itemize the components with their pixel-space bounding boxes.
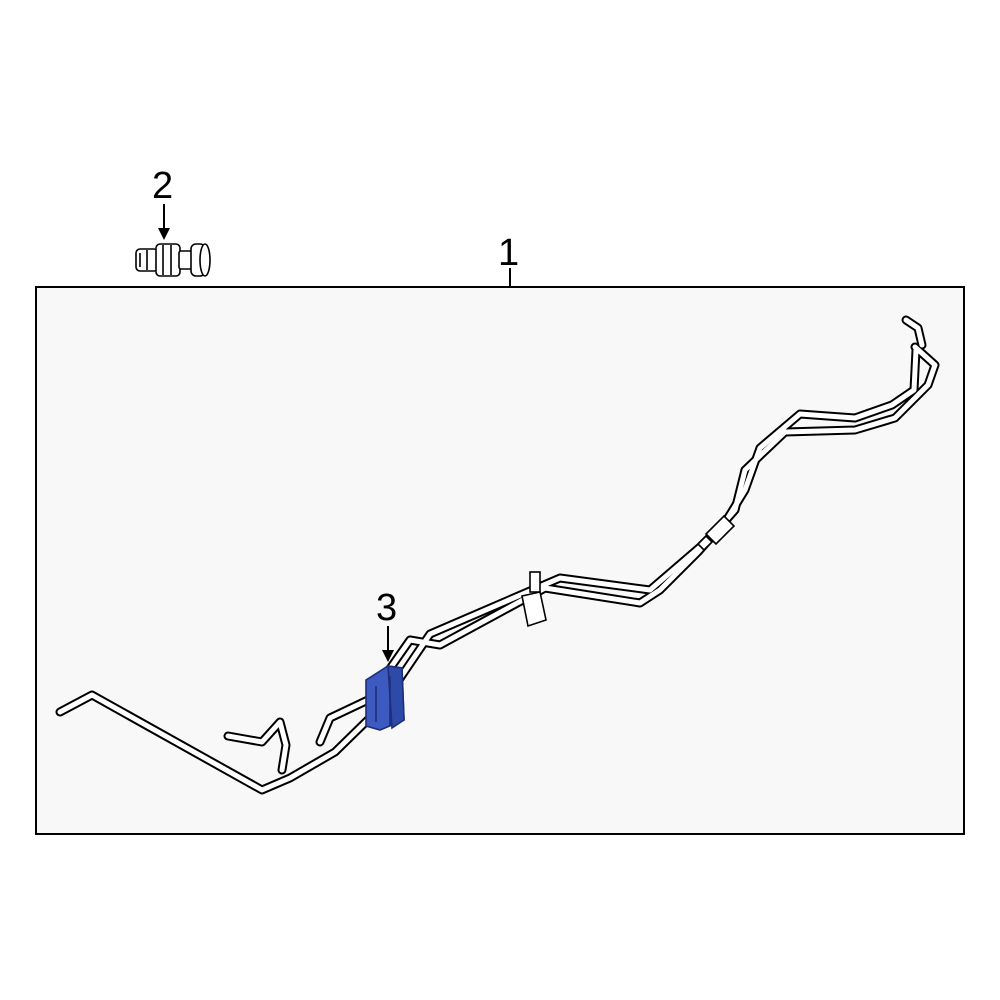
- callout-2[interactable]: 2: [152, 165, 173, 240]
- callout-3-arrowhead: [382, 650, 394, 662]
- line-connector: [696, 514, 736, 552]
- callout-3[interactable]: 3: [376, 587, 397, 662]
- callout-3-label: 3: [376, 587, 397, 629]
- callout-2-arrowhead: [158, 228, 170, 240]
- callout-1-label: 1: [498, 232, 519, 274]
- clip-icon[interactable]: [365, 665, 405, 731]
- callout-1[interactable]: 1: [498, 232, 519, 287]
- line-bracket: [521, 571, 547, 628]
- assembly-frame: [35, 286, 965, 835]
- fitting-icon[interactable]: [135, 243, 211, 277]
- callout-2-label: 2: [152, 165, 173, 207]
- cooler-line-icon[interactable]: [55, 315, 940, 795]
